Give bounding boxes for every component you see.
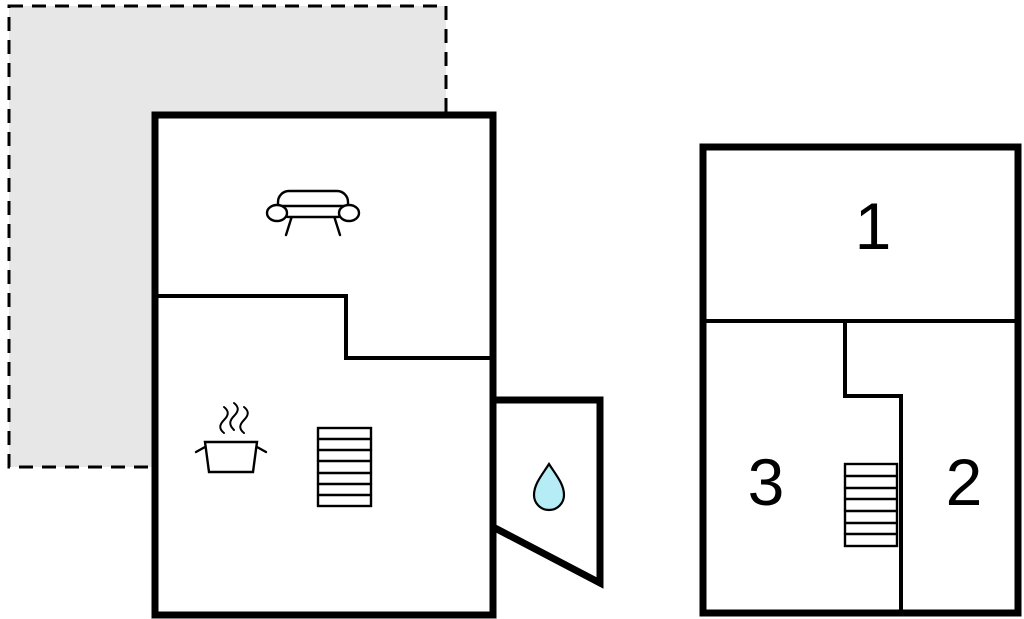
stairs-icon (316, 426, 373, 508)
upper-floor-wall-partition (843, 321, 903, 613)
sofa-icon (265, 189, 361, 237)
steam-wave (229, 402, 239, 431)
pot-handle-right (255, 445, 268, 454)
sofa-body (276, 189, 350, 219)
room-label-1: 1 (855, 189, 892, 263)
steam-icon (219, 402, 249, 434)
sofa-arm-right (337, 203, 361, 223)
stairs-icon (843, 462, 899, 548)
steam-wave (219, 406, 229, 434)
sofa-leg (332, 214, 342, 237)
cooking-pot-icon (194, 440, 268, 474)
sofa-leg (284, 214, 294, 237)
pot-handle-left (194, 445, 207, 454)
water-drop-icon (532, 461, 566, 512)
sofa-arm-left (265, 203, 289, 223)
room-label-2: 2 (946, 445, 983, 519)
upper-floor-plan: 1 2 3 (699, 143, 1022, 617)
ground-floor-interior-wall (155, 294, 493, 360)
pot-body (203, 440, 259, 474)
ground-floor-plan (151, 111, 604, 619)
stairs-outline (843, 462, 899, 548)
stairs-outline (316, 426, 373, 508)
steam-wave (239, 406, 249, 434)
room-label-3: 3 (748, 445, 785, 519)
